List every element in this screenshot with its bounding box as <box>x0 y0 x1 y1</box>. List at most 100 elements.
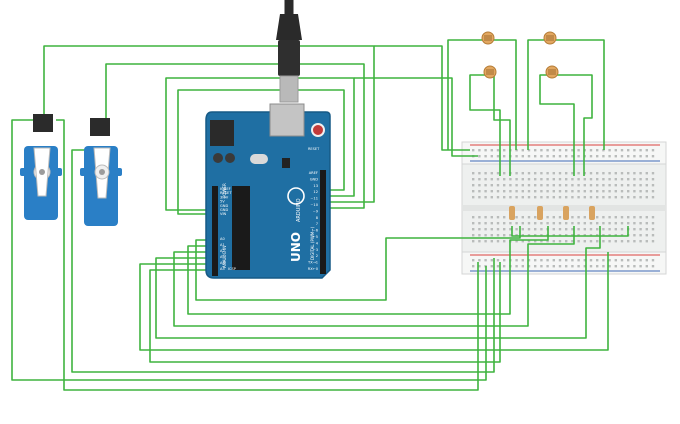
breadboard-hole[interactable] <box>558 240 562 243</box>
breadboard-hole[interactable] <box>565 155 568 158</box>
wire[interactable] <box>165 77 355 211</box>
breadboard-hole[interactable] <box>639 216 642 219</box>
breadboard-hole[interactable] <box>484 259 487 262</box>
breadboard-hole[interactable] <box>596 222 599 225</box>
breadboard-hole[interactable] <box>614 155 617 158</box>
breadboard-hole[interactable] <box>639 240 642 243</box>
breadboard-hole[interactable] <box>602 222 605 225</box>
breadboard-hole[interactable] <box>596 228 599 231</box>
breadboard-hole[interactable] <box>496 265 500 268</box>
breadboard-hole[interactable] <box>534 240 537 243</box>
breadboard-hole[interactable] <box>602 265 605 268</box>
breadboard-hole[interactable] <box>496 172 500 175</box>
breadboard-hole[interactable] <box>496 196 500 199</box>
breadboard-hole[interactable] <box>540 155 543 158</box>
breadboard-hole[interactable] <box>589 265 593 268</box>
breadboard-hole[interactable] <box>521 155 524 158</box>
breadboard-hole[interactable] <box>552 190 555 193</box>
breadboard-hole[interactable] <box>515 222 518 225</box>
wire[interactable] <box>527 39 544 150</box>
breadboard-hole[interactable] <box>633 172 636 175</box>
breadboard-hole[interactable] <box>627 265 630 268</box>
breadboard-hole[interactable] <box>577 265 580 268</box>
breadboard-hole[interactable] <box>620 222 624 225</box>
breadboard-hole[interactable] <box>558 190 562 193</box>
breadboard-hole[interactable] <box>472 228 475 231</box>
breadboard-hole[interactable] <box>651 149 655 152</box>
breadboard-hole[interactable] <box>540 172 543 175</box>
breadboard-hole[interactable] <box>627 178 630 181</box>
breadboard-hole[interactable] <box>484 178 487 181</box>
breadboard-hole[interactable] <box>496 178 500 181</box>
breadboard-hole[interactable] <box>503 222 506 225</box>
breadboard-hole[interactable] <box>552 196 555 199</box>
breadboard-hole[interactable] <box>558 196 562 199</box>
breadboard-hole[interactable] <box>496 228 500 231</box>
breadboard-hole[interactable] <box>651 259 655 262</box>
breadboard-hole[interactable] <box>546 190 549 193</box>
breadboard-hole[interactable] <box>540 149 543 152</box>
breadboard-hole[interactable] <box>583 259 586 262</box>
breadboard-hole[interactable] <box>596 149 599 152</box>
breadboard-hole[interactable] <box>478 190 481 193</box>
breadboard-hole[interactable] <box>558 149 562 152</box>
breadboard-hole[interactable] <box>496 216 500 219</box>
breadboard-hole[interactable] <box>639 178 642 181</box>
breadboard-hole[interactable] <box>577 149 580 152</box>
breadboard-hole[interactable] <box>472 234 475 237</box>
breadboard-hole[interactable] <box>645 259 648 262</box>
breadboard-hole[interactable] <box>472 196 475 199</box>
breadboard-hole[interactable] <box>589 222 593 225</box>
breadboard-hole[interactable] <box>496 259 500 262</box>
breadboard-hole[interactable] <box>596 240 599 243</box>
breadboard-hole[interactable] <box>645 234 648 237</box>
breadboard-hole[interactable] <box>484 228 487 231</box>
breadboard-hole[interactable] <box>540 228 543 231</box>
breadboard-hole[interactable] <box>490 265 493 268</box>
wire[interactable] <box>71 149 495 373</box>
breadboard-hole[interactable] <box>472 222 475 225</box>
breadboard-hole[interactable] <box>571 155 574 158</box>
breadboard-hole[interactable] <box>546 172 549 175</box>
breadboard-hole[interactable] <box>521 190 524 193</box>
breadboard-hole[interactable] <box>540 240 543 243</box>
breadboard-hole[interactable] <box>472 172 475 175</box>
breadboard-hole[interactable] <box>534 228 537 231</box>
breadboard-hole[interactable] <box>478 184 481 187</box>
breadboard-hole[interactable] <box>651 265 655 268</box>
wire[interactable] <box>492 39 517 150</box>
breadboard-hole[interactable] <box>558 216 562 219</box>
breadboard-hole[interactable] <box>596 196 599 199</box>
breadboard-hole[interactable] <box>484 196 487 199</box>
wire[interactable] <box>374 45 470 151</box>
breadboard-hole[interactable] <box>540 222 543 225</box>
breadboard-hole[interactable] <box>496 240 500 243</box>
breadboard-hole[interactable] <box>608 222 611 225</box>
breadboard-hole[interactable] <box>602 190 605 193</box>
breadboard-hole[interactable] <box>509 234 512 237</box>
breadboard-hole[interactable] <box>633 155 636 158</box>
wire[interactable] <box>195 226 521 301</box>
breadboard-hole[interactable] <box>602 228 605 231</box>
breadboard-hole[interactable] <box>620 190 624 193</box>
breadboard-hole[interactable] <box>571 265 574 268</box>
breadboard-hole[interactable] <box>620 184 624 187</box>
breadboard-hole[interactable] <box>577 259 580 262</box>
breadboard-hole[interactable] <box>509 228 512 231</box>
breadboard-hole[interactable] <box>639 184 642 187</box>
breadboard-hole[interactable] <box>490 216 493 219</box>
breadboard-hole[interactable] <box>521 240 524 243</box>
breadboard-hole[interactable] <box>565 184 568 187</box>
breadboard-hole[interactable] <box>583 216 586 219</box>
wire[interactable] <box>56 119 479 391</box>
breadboard-hole[interactable] <box>645 155 648 158</box>
breadboard-hole[interactable] <box>620 259 624 262</box>
breadboard-hole[interactable] <box>620 196 624 199</box>
breadboard-hole[interactable] <box>558 172 562 175</box>
breadboard-hole[interactable] <box>627 155 630 158</box>
breadboard-hole[interactable] <box>496 149 500 152</box>
breadboard-hole[interactable] <box>521 172 524 175</box>
breadboard-hole[interactable] <box>503 178 506 181</box>
wire[interactable] <box>155 226 601 339</box>
breadboard-hole[interactable] <box>552 155 555 158</box>
